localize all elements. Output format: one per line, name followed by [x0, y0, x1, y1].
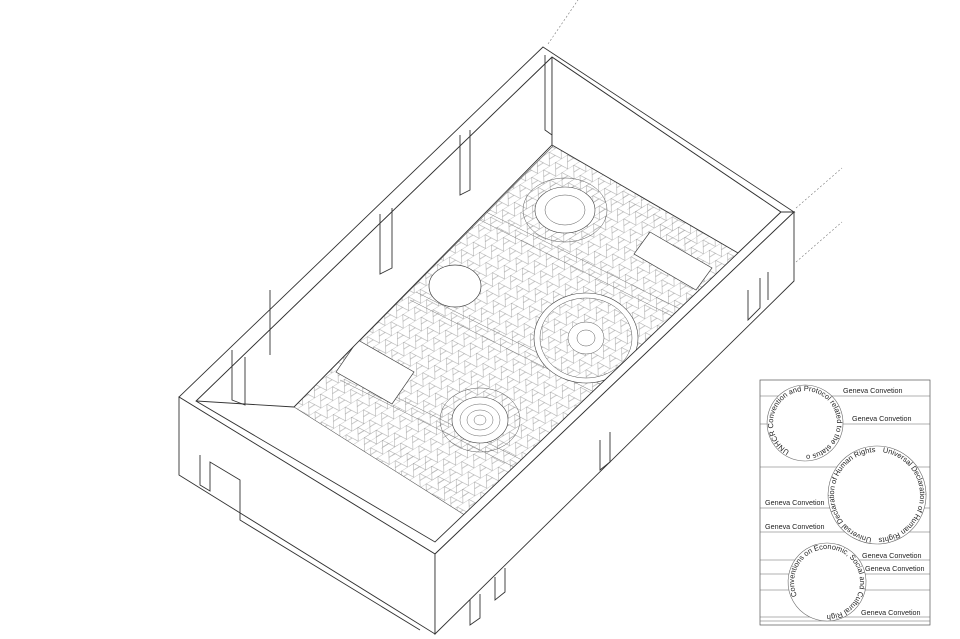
dashed-guide-lines: [547, 0, 843, 263]
legend-label: Geneva Convetion: [862, 551, 922, 560]
rect-platform-upper: [633, 231, 713, 291]
patterned-floor: [293, 144, 739, 527]
medallion-large: [533, 292, 639, 384]
legend-label: Geneva Convetion: [861, 608, 921, 617]
small-round-table: [428, 264, 482, 308]
legend-label: Geneva Convetion: [843, 386, 903, 395]
room-walls: [178, 46, 796, 636]
legend-label: Geneva Convetion: [865, 564, 925, 573]
rect-platform-lower: [335, 339, 415, 405]
legend-label: Geneva Convetion: [765, 498, 825, 507]
legend-label: Geneva Convetion: [765, 522, 825, 531]
medallion-top: [522, 177, 608, 243]
legend-label: Geneva Convetion: [852, 414, 912, 423]
medallion-bottom: [439, 387, 521, 453]
